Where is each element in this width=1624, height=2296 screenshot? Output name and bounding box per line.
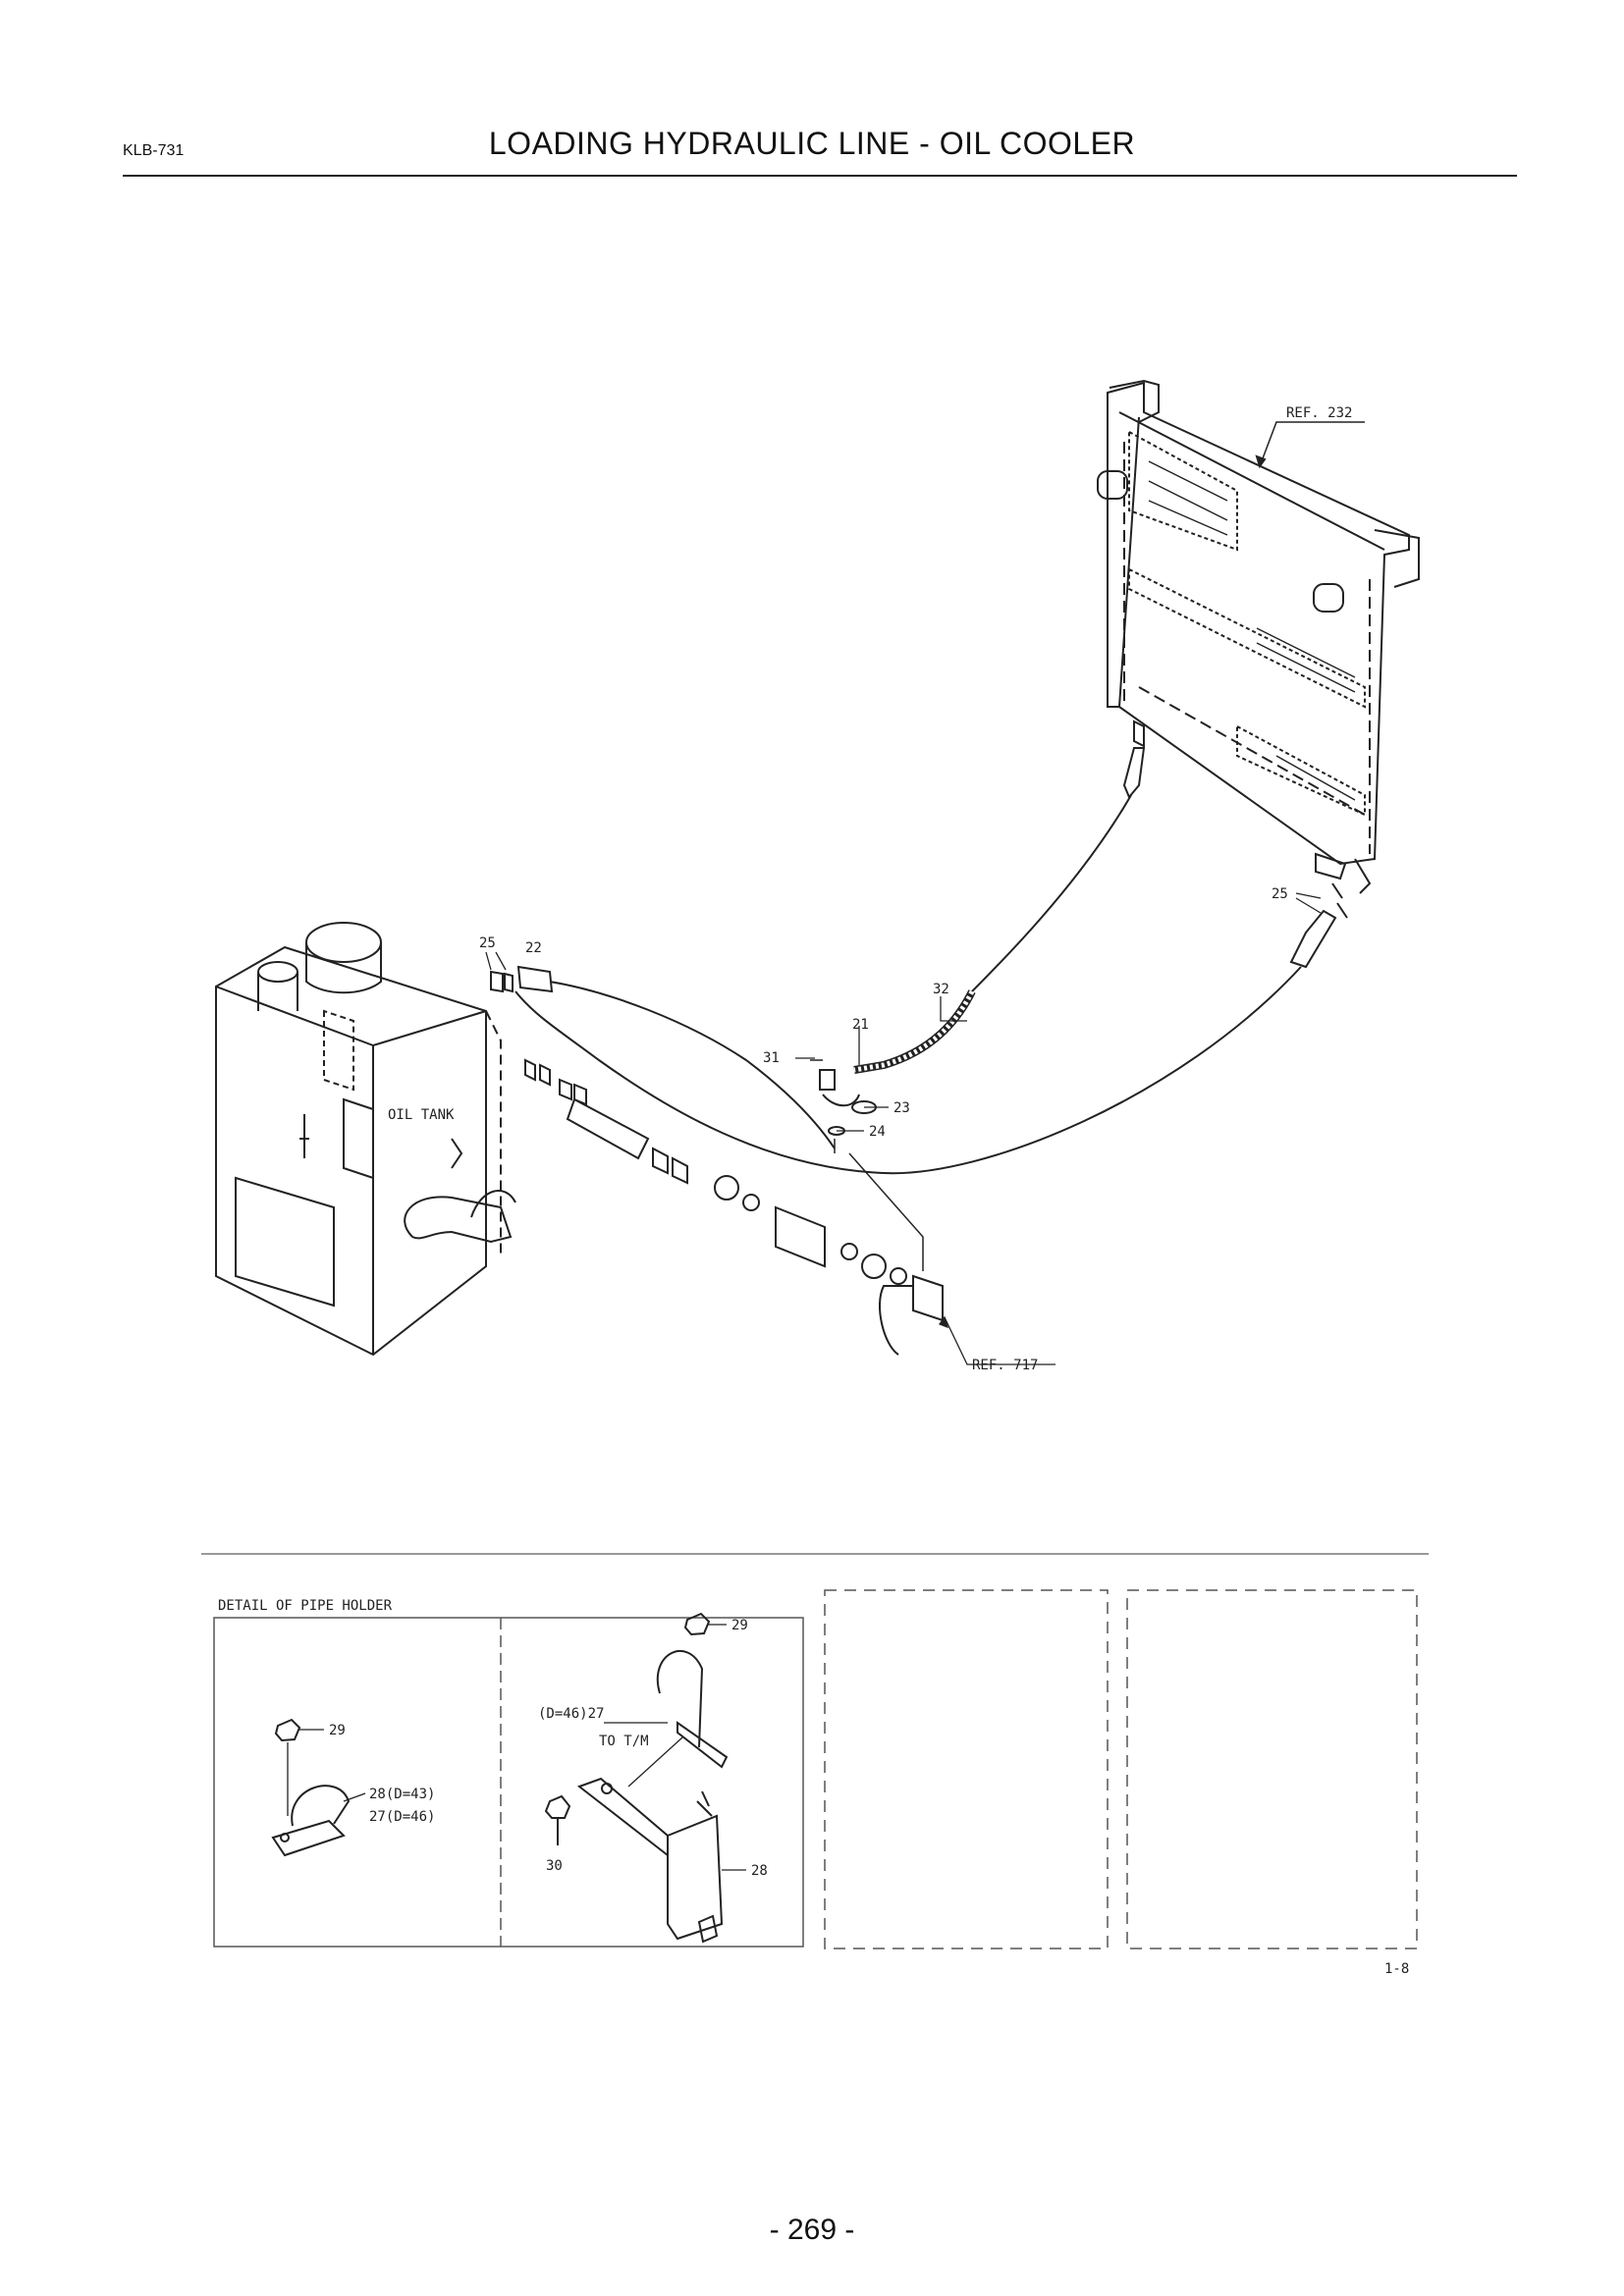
detail-to-tm: TO T/M bbox=[599, 1734, 649, 1749]
empty-panel-1 bbox=[824, 1589, 1109, 1949]
callout-25-upper: 25 bbox=[479, 935, 496, 951]
document-code: KLB-731 bbox=[123, 142, 185, 159]
pipe-clamp-left bbox=[271, 1718, 351, 1857]
empty-panel-2 bbox=[1126, 1589, 1418, 1949]
callout-31: 31 bbox=[763, 1050, 780, 1066]
callout-24: 24 bbox=[869, 1124, 886, 1140]
ref-232-label: REF. 232 bbox=[1286, 405, 1352, 421]
ref-717-label: REF. 717 bbox=[972, 1358, 1038, 1373]
detail-right-29: 29 bbox=[731, 1618, 748, 1633]
detail-left-28: 28(D=43) bbox=[369, 1787, 435, 1802]
hose-fitting-right bbox=[1289, 909, 1337, 969]
to-tm-arrow bbox=[627, 1736, 683, 1788]
detail-box bbox=[213, 1617, 804, 1948]
hose-32-inner bbox=[853, 989, 975, 1073]
page-title: LOADING HYDRAULIC LINE - OIL COOLER bbox=[488, 126, 1136, 161]
supply-hose-line bbox=[549, 981, 836, 1149]
clamp-25-upper bbox=[490, 970, 514, 993]
detail-left-27: 27(D=46) bbox=[369, 1809, 435, 1825]
return-hose-line bbox=[514, 966, 1302, 1175]
callout-25-right: 25 bbox=[1272, 886, 1288, 902]
detail-right-27: (D=46)27 bbox=[538, 1706, 604, 1722]
header-rule bbox=[123, 175, 1517, 177]
detail-right-30: 30 bbox=[546, 1858, 563, 1874]
oil-tank-label: OIL TANK bbox=[388, 1107, 455, 1123]
detail-right-28: 28 bbox=[751, 1863, 768, 1879]
leader-left-28 bbox=[343, 1792, 366, 1802]
oil-tank bbox=[215, 922, 516, 1357]
page-number: - 269 - bbox=[769, 2214, 855, 2246]
callout-32: 32 bbox=[933, 982, 949, 997]
hose-32-outer bbox=[853, 989, 976, 1074]
sheet-code: 1-8 bbox=[1384, 1961, 1409, 1977]
detail-title: DETAIL OF PIPE HOLDER bbox=[218, 1598, 393, 1614]
pipe-chain bbox=[524, 1058, 944, 1356]
callout-23: 23 bbox=[893, 1100, 910, 1116]
radiator-assembly bbox=[1097, 379, 1420, 894]
detail-left-29: 29 bbox=[329, 1723, 346, 1738]
pipe-clamp-right bbox=[544, 1612, 729, 1944]
clamp-25-right bbox=[1331, 882, 1348, 919]
callout-22: 22 bbox=[525, 940, 542, 956]
hose-fitting-upper bbox=[1122, 747, 1146, 799]
hose-22 bbox=[516, 965, 554, 993]
callout-leaders bbox=[485, 892, 1322, 1365]
callout-21: 21 bbox=[852, 1017, 869, 1033]
cooler-hose-line bbox=[966, 794, 1132, 997]
